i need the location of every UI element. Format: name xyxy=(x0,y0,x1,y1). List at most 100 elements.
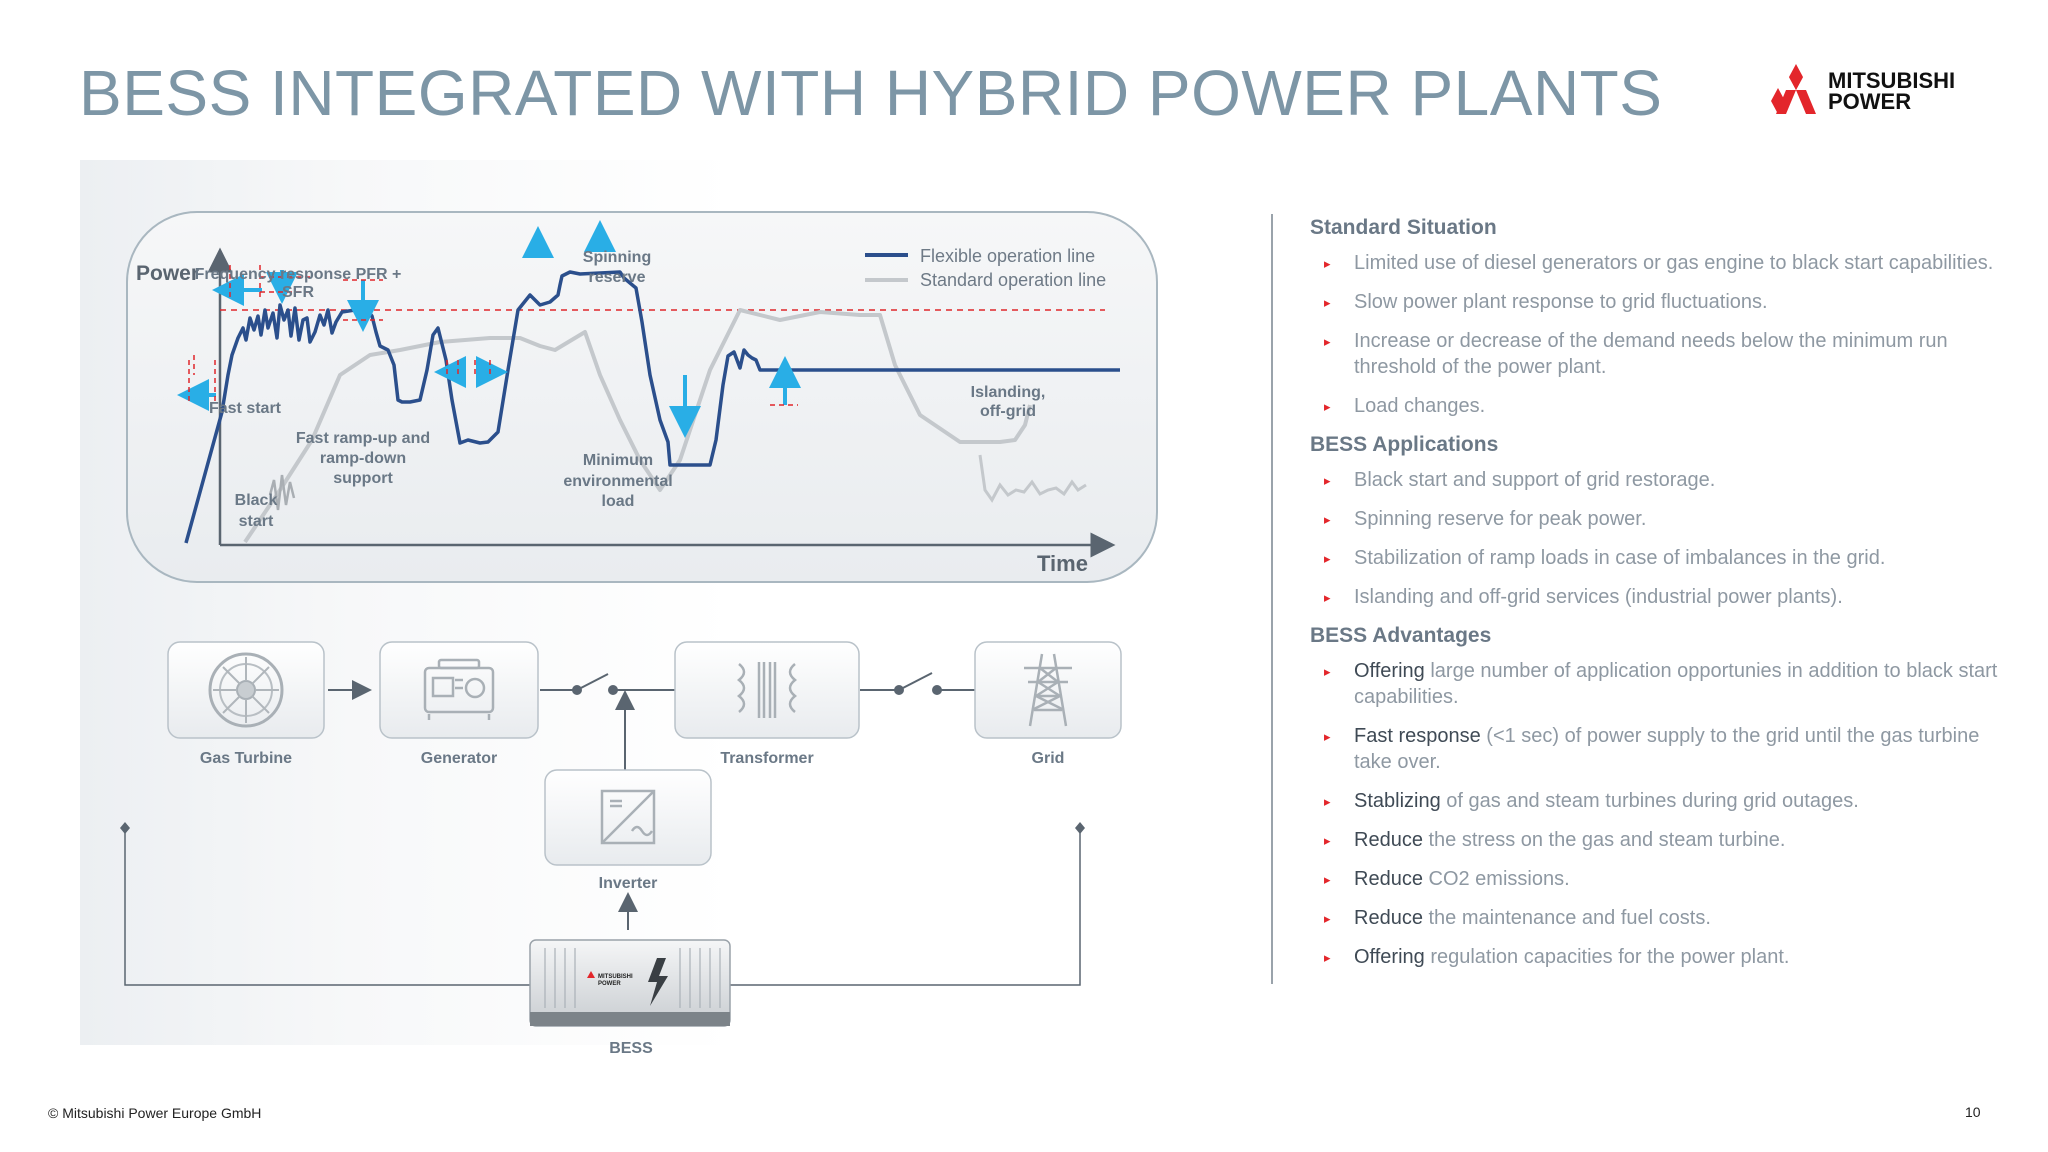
bullet-arrow-icon: ▸ xyxy=(1324,334,1331,349)
annotation-spinning-line1: Spinning xyxy=(583,249,651,266)
bullet-text: the maintenance and fuel costs. xyxy=(1422,907,1711,929)
bullet-emphasis: Offering xyxy=(1354,660,1425,682)
bullet-text: Islanding and off-grid services (industr… xyxy=(1354,586,1843,608)
annotation-ramp-line2: ramp-down xyxy=(320,450,406,467)
bullet-emphasis: Stablizing xyxy=(1354,790,1441,812)
x-axis-label: Time xyxy=(1037,551,1088,576)
transformer-box: Transformer xyxy=(674,641,860,767)
annotation-frequency-line2: SFR xyxy=(282,284,314,301)
annotation-min-load-line3: load xyxy=(602,493,635,510)
chart-panel xyxy=(126,211,1158,583)
bullet-item: ▸ Reduce CO2 emissions. xyxy=(1310,866,2010,892)
company-logo: MITSUBISHI POWER xyxy=(1768,60,1988,122)
grid-box: Grid xyxy=(974,641,1122,767)
annotation-islanding-line1: Islanding, xyxy=(971,384,1046,401)
bullet-item: ▸Reduce the stress on the gas and steam … xyxy=(1310,827,2010,853)
standard-islanding-noise xyxy=(978,454,1087,503)
bullet-item: ▸Slow power plant response to grid fluct… xyxy=(1310,289,2010,315)
bullet-text: large number of application opportunies … xyxy=(1354,660,1998,708)
bullet-text: regulation capacities for the power plan… xyxy=(1424,946,1790,968)
legend-standard-label: Standard operation line xyxy=(920,270,1106,290)
bullet-text: Spinning reserve for peak power. xyxy=(1354,508,1647,530)
copyright: © Mitsubishi Power Europe GmbH xyxy=(48,1105,262,1121)
legend-flexible-label: Flexible operation line xyxy=(920,246,1095,266)
bullet-arrow-icon: ▸ xyxy=(1324,256,1331,271)
bullet-arrow-icon: ▸ xyxy=(1324,295,1331,310)
bullet-item: ▸ Increase or decrease of the demand need… xyxy=(1310,328,2010,380)
bullet-item: ▸Limited use of diesel generators or gas… xyxy=(1310,250,2010,276)
bess-container-image: MITSUBISHI POWER xyxy=(529,939,731,1027)
page-number: 10 xyxy=(1965,1104,1981,1120)
inverter-icon xyxy=(600,789,656,845)
bullet-arrow-icon: ▸ xyxy=(1324,729,1331,744)
bullet-item: ▸ Fast response (<1 sec) of power supply … xyxy=(1310,723,2010,775)
text-column: Standard Situation ▸Limited use of diesel… xyxy=(1310,215,2010,983)
bullet-text: Increase or decrease of the demand needs… xyxy=(1354,330,1948,378)
logo-text: MITSUBISHI POWER xyxy=(1828,68,1956,114)
bullet-arrow-icon: ▸ xyxy=(1324,512,1331,527)
annotation-min-load-line1: Minimum xyxy=(583,452,653,469)
page-title: BESS INTEGRATED WITH HYBRID POWER PLANTS xyxy=(79,57,1663,129)
transformer-icon xyxy=(737,662,797,718)
section-heading: BESS Applications xyxy=(1310,433,1499,456)
generator-box: Generator xyxy=(379,641,539,767)
bullet-arrow-icon: ▸ xyxy=(1324,872,1331,887)
bullet-emphasis: Reduce xyxy=(1354,829,1423,851)
bullet-arrow-icon: ▸ xyxy=(1324,833,1331,848)
bullet-arrow-icon: ▸ xyxy=(1324,950,1331,965)
bullet-emphasis: Reduce xyxy=(1354,907,1423,929)
bullet-arrow-icon: ▸ xyxy=(1324,473,1331,488)
y-axis-label: Power xyxy=(136,262,199,285)
grid-label: Grid xyxy=(1032,750,1065,767)
annotation-black-start-line2: start xyxy=(239,513,274,530)
bullet-text: of gas and steam turbines during grid ou… xyxy=(1440,790,1859,812)
section-heading: Standard Situation xyxy=(1310,216,1497,239)
generator-icon xyxy=(423,658,495,720)
bullet-text: CO2 emissions. xyxy=(1422,868,1570,890)
annotation-fast-start: Fast start xyxy=(209,400,282,417)
gas-turbine-icon xyxy=(208,652,284,728)
bullet-item: ▸ Load changes. xyxy=(1310,393,2010,419)
container-logo-text-2: POWER xyxy=(598,981,621,987)
bullet-arrow-icon: ▸ xyxy=(1324,664,1331,679)
logo-line-2: POWER xyxy=(1828,89,1912,114)
bullet-arrow-icon: ▸ xyxy=(1324,399,1331,414)
annotation-ramp-line1: Fast ramp-up and xyxy=(296,430,430,447)
switch-2 xyxy=(860,672,975,695)
logo-line-1: MITSUBISHI xyxy=(1828,68,1956,93)
bullet-arrow-icon: ▸ xyxy=(1324,551,1331,566)
bullet-text: Load changes. xyxy=(1354,395,1486,417)
bess-diagram: Power Time Flexible operation line Stand… xyxy=(120,211,1158,1057)
bullet-arrow-icon: ▸ xyxy=(1324,911,1331,926)
annotation-ramp-line3: support xyxy=(333,470,393,487)
bullet-item: ▸Islanding and off-grid services (indust… xyxy=(1310,584,2010,610)
bullet-item: ▸ Offering large number of application op… xyxy=(1310,658,2010,710)
bullet-item: ▸ Black start and support of grid restora… xyxy=(1310,467,2010,493)
bess-feedback-lines xyxy=(124,830,1081,986)
inverter-box: Inverter xyxy=(544,769,712,892)
bullet-item: ▸ Stablizing of gas and steam turbines du… xyxy=(1310,788,2010,814)
container-logo-icon xyxy=(587,971,595,978)
section-heading: BESS Advantages xyxy=(1310,624,1492,647)
bullet-emphasis: Fast response xyxy=(1354,725,1481,747)
annotation-spinning-line2: reserve xyxy=(589,269,646,286)
column-divider xyxy=(1271,214,1273,984)
annotation-black-start-line1: Black xyxy=(235,492,278,509)
flexible-operation-line xyxy=(184,270,1120,544)
bullet-emphasis: Reduce xyxy=(1354,868,1423,890)
bullet-emphasis: Offering xyxy=(1354,946,1425,968)
feedback-marker-left xyxy=(120,822,130,834)
bullet-item: ▸ Offering regulation capacities for the … xyxy=(1310,944,2010,970)
lightning-bolt-icon xyxy=(648,958,668,1006)
black-start-noise xyxy=(268,474,296,511)
bullet-text: Black start and support of grid restorag… xyxy=(1354,469,1716,491)
bullet-text: (<1 sec) of power supply to the grid unt… xyxy=(1354,725,1980,773)
standard-operation-line xyxy=(243,308,1032,544)
annotation-islanding-line2: off-grid xyxy=(980,403,1036,420)
bess-label: BESS xyxy=(609,1040,653,1057)
container-logo-text-1: MITSUBISHI xyxy=(598,974,633,980)
inverter-label: Inverter xyxy=(599,875,658,892)
bullet-arrow-icon: ▸ xyxy=(1324,794,1331,809)
bullet-item: ▸ Spinning reserve for peak power. xyxy=(1310,506,2010,532)
mitsubishi-diamonds-icon xyxy=(1771,64,1816,114)
